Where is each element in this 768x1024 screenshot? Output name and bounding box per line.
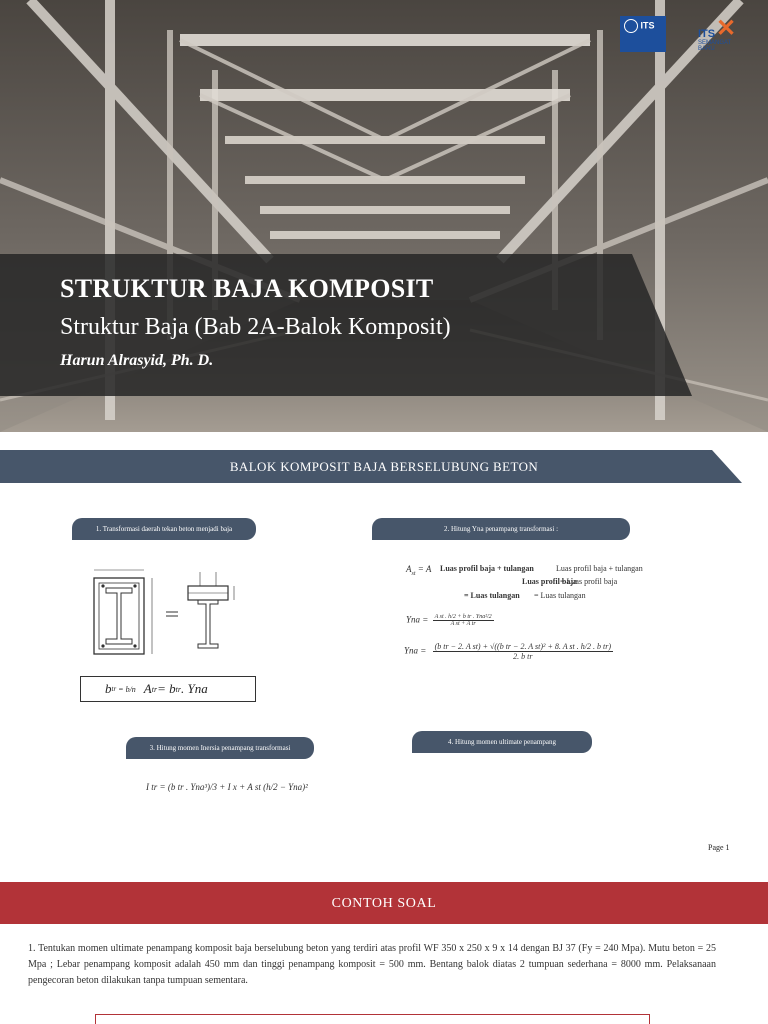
step-4-callout: 4. Hitung momen ultimate penampang [412,731,592,753]
as-note-bold: Luas profil baja [522,577,577,586]
problem-statement: 1. Tentukan momen ultimate penampang kom… [28,943,716,986]
slide-subtitle: Struktur Baja (Bab 2A-Balok Komposit) [60,314,451,340]
at-note: = Luas tulangan [534,591,586,600]
cross-section-diagram [93,569,235,655]
ast-equation: Ast = A [406,564,432,577]
example-header: CONTOH SOAL [331,896,437,911]
section-header: BALOK KOMPOSIT BAJA BERSELUBUNG BETON [229,459,539,474]
its-semangat-text: ITS [698,28,716,40]
step-2-callout: 2. Hitung Yna penampang transformasi : [372,518,630,540]
x-mark-icon: ✕ [716,15,737,42]
title-band [0,254,692,396]
inertia-equation: I tr = (b tr . Yna³)/3 + I x + A st (h/2… [146,782,308,792]
its-seal-icon [624,19,638,33]
at-note-bold: = Luas tulangan [464,591,520,600]
as-note: = Luas profil baja [560,577,618,586]
step-1-callout: 1. Transformasi daerah tekan beton menja… [72,518,256,540]
section-header-bar [0,450,742,483]
ast-note-bold: Luas profil baja + tulangan [440,564,534,573]
example-header-bar [0,882,768,924]
data-frame [95,1014,650,1024]
step-3-callout: 3. Hitung momen Inersia penampang transf… [126,737,314,759]
ast-note: Luas profil baja + tulangan [556,564,643,573]
page-number: Page 1 [708,843,730,852]
slide-title: STRUKTUR BAJA KOMPOSIT [60,274,434,303]
yna-equation-2: Yna = (b tr − 2. A st) + √((b tr − 2. A … [404,642,613,661]
its-logo-text: ITS [640,20,655,31]
example-slide: CONTOH SOAL 1. Tentukan momen ultimate p… [0,864,768,1024]
method-slide: BALOK KOMPOSIT BAJA BERSELUBUNG BETON 1.… [0,432,768,864]
yna-equation-1: Yna = A st . h/2 + b tr . Yna²/2 A st + … [406,614,494,627]
slide-author: Harun Alrasyid, Ph. D. [60,352,214,369]
its-logo: ITS [620,16,666,52]
